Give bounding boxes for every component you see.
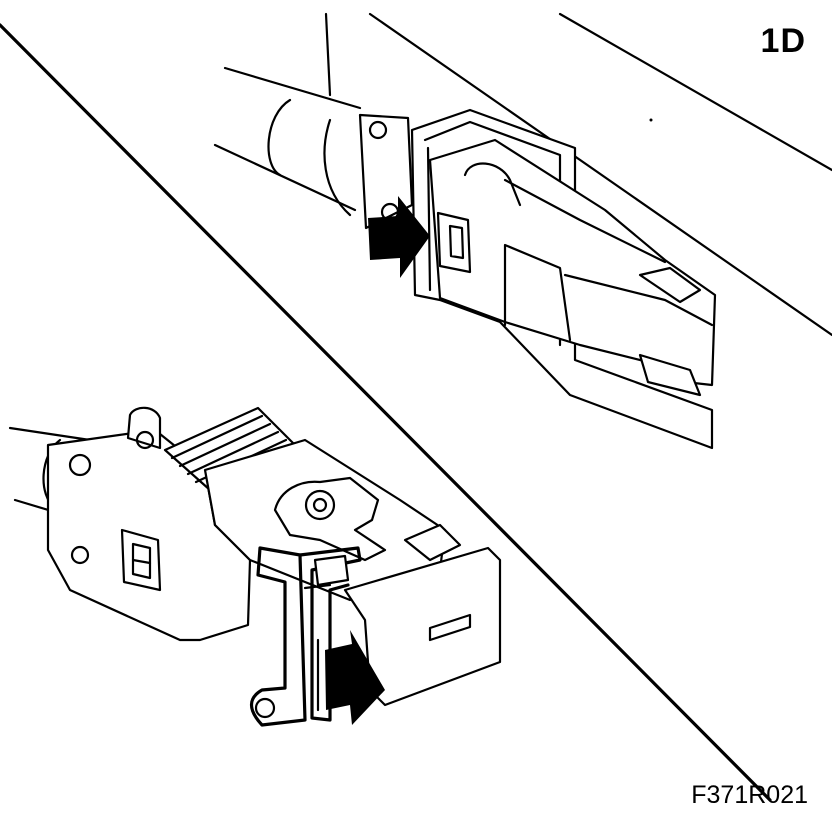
installed-latch-assembly — [213, 66, 717, 450]
pull-arrow-icon — [325, 630, 385, 725]
reference-dot — [649, 118, 653, 122]
push-arrow-icon — [368, 196, 430, 278]
step-label: 1D — [760, 22, 806, 60]
panel-edge-line — [0, 12, 832, 802]
figure-code: F371R021 — [691, 781, 808, 809]
removed-latch-assembly — [8, 406, 502, 727]
